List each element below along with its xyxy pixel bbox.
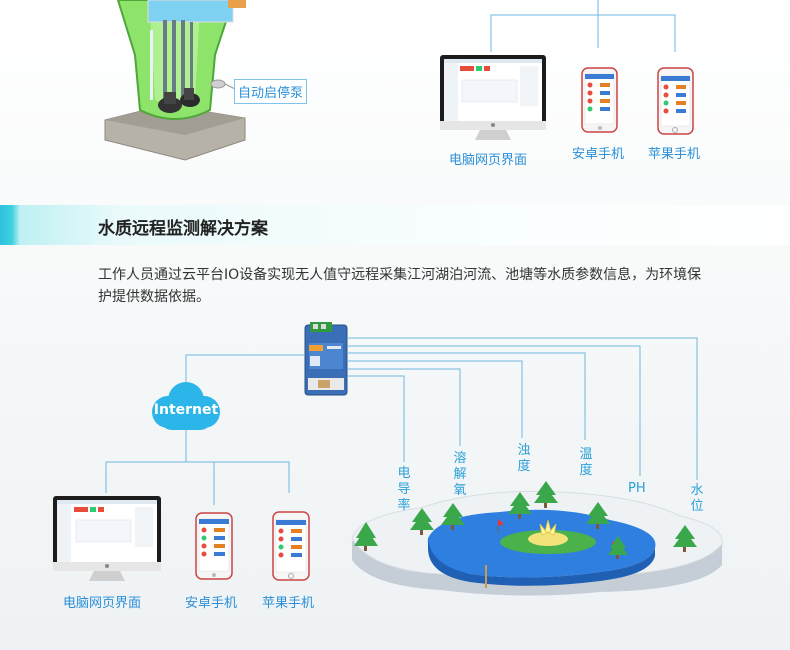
- bottom-pc-label: 电脑网页界面: [63, 596, 142, 611]
- sensor-label-dissolved-oxygen: 溶解氧: [453, 451, 467, 498]
- sensor-label-conductivity: 电导率: [397, 466, 411, 513]
- sensor-label-temperature: 温度: [579, 447, 593, 478]
- sensor-label-water-level: 水位: [690, 483, 704, 514]
- bottom-pc-monitor: [53, 496, 161, 581]
- sensor-label-ph: PH: [628, 481, 646, 496]
- top-iphone-label: 苹果手机: [648, 147, 701, 162]
- bottom-android-phone: [195, 512, 233, 580]
- top-android-label: 安卓手机: [572, 147, 625, 162]
- trees: [354, 481, 697, 559]
- top-pc-label: 电脑网页界面: [449, 153, 528, 168]
- bottom-android-label: 安卓手机: [185, 596, 238, 611]
- bottom-iphone-label: 苹果手机: [262, 596, 315, 611]
- internet-cloud-shape: [152, 382, 220, 430]
- io-device: [304, 322, 348, 396]
- sensor-label-turbidity: 浊度: [517, 443, 531, 474]
- top-android-phone: [581, 67, 618, 133]
- bottom-connection-lines: [105, 337, 698, 505]
- section-description: 工作人员通过云平台IO设备实现无人值守远程采集江河湖泊河流、池塘等水质参数信息，…: [98, 267, 702, 305]
- top-connection-lines: [490, 0, 676, 52]
- top-iphone: [657, 67, 694, 135]
- top-pc-monitor: [440, 55, 546, 140]
- section-title: 水质远程监测解决方案: [98, 219, 268, 239]
- internet-cloud-label: Internet: [153, 402, 219, 418]
- pump-well-illustration: [104, 0, 246, 161]
- auto-pump-label: 自动启停泵: [234, 79, 308, 104]
- bottom-iphone: [272, 511, 310, 581]
- section-title-bar: [0, 205, 790, 245]
